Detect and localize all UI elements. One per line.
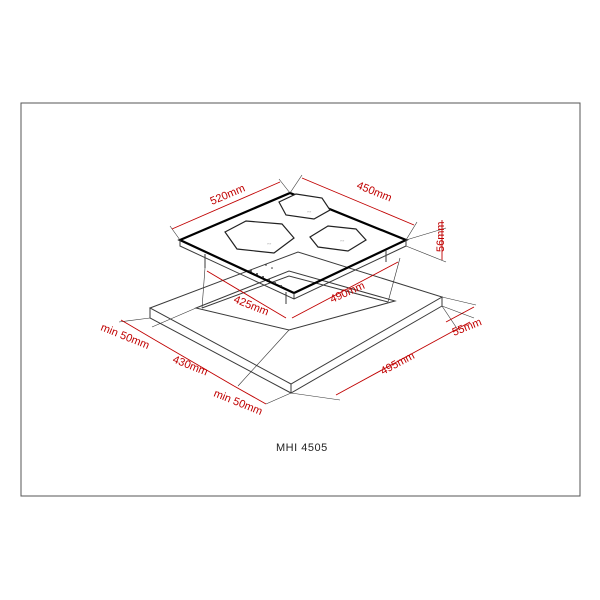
zone-label-rear: ◦◦◦ <box>307 209 312 214</box>
dim-height: 56mm <box>405 220 447 263</box>
touch-controls <box>250 264 282 287</box>
dim-label-height: 56mm <box>435 221 447 252</box>
dim-countertop-right: 55mm <box>441 296 484 339</box>
dim-label-front-clearance: min 50mm <box>99 322 151 352</box>
dim-label-bottom-clearance: min 50mm <box>212 388 264 418</box>
dim-front-clearance: min 50mm <box>99 307 197 352</box>
dim-label-front-span: 430mm <box>171 354 210 379</box>
cooking-zone-right <box>309 225 367 252</box>
dim-label-top-width: 520mm <box>208 182 246 207</box>
dim-label-top-depth: 450mm <box>355 180 394 205</box>
hob-top: ◦◦◦ ◦◦◦ ◦◦◦ <box>177 191 409 304</box>
zone-label-right: ◦◦◦ <box>340 238 345 243</box>
cooking-zone-rear <box>278 193 331 220</box>
dim-countertop-length: 495mm <box>290 305 475 401</box>
zone-label-left: ◦◦◦ <box>267 241 272 246</box>
dim-label-countertop-depth: 55mm <box>451 316 484 339</box>
cutout-opening <box>194 270 397 331</box>
dim-bottom-clearance: min 50mm <box>212 329 292 418</box>
cooking-zone-left <box>224 220 295 254</box>
dim-label-countertop-length: 495mm <box>379 350 417 378</box>
drawing-frame <box>20 102 581 497</box>
model-label: MHI 4505 <box>276 442 328 454</box>
